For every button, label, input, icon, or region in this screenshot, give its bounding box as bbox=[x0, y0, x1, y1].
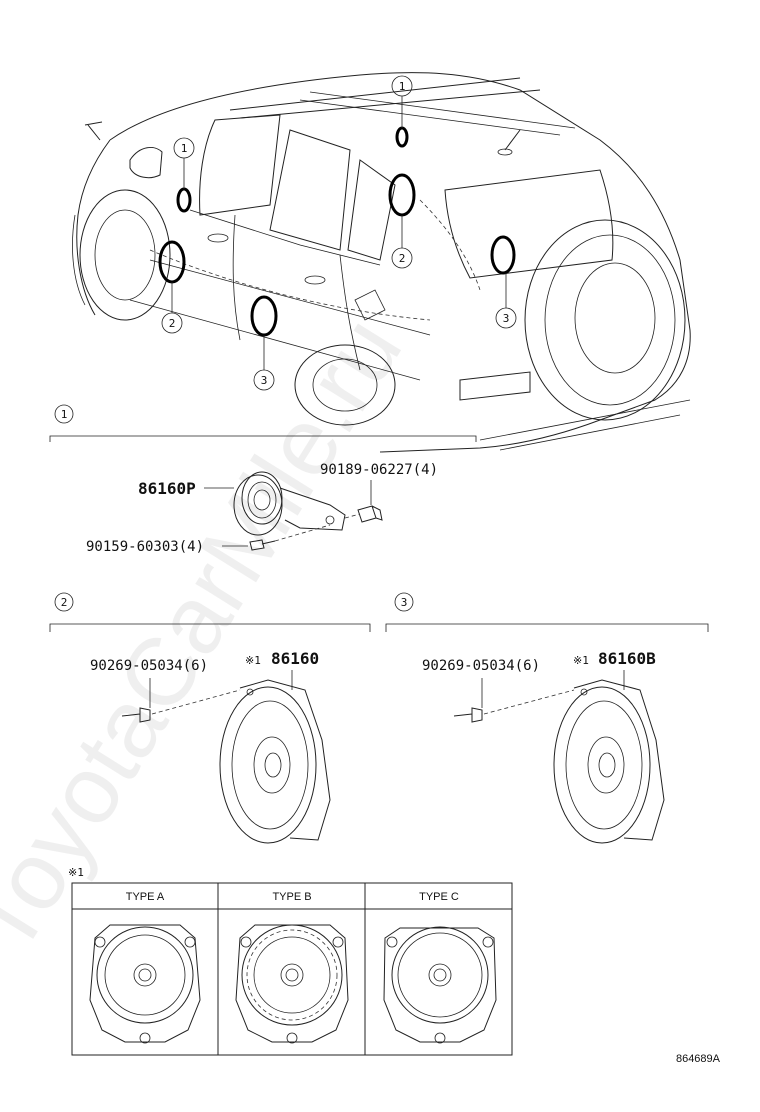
clip-icon bbox=[357, 505, 383, 523]
types-table-note: ※1 bbox=[68, 866, 84, 879]
speaker-mark-3: ※1 bbox=[573, 654, 589, 667]
section-2-header: 2 bbox=[61, 596, 68, 609]
section-3-header: 3 bbox=[401, 596, 408, 609]
part-90269-05034-b: 90269-05034(6) bbox=[422, 658, 540, 674]
types-table: ※1 TYPE A TYPE B TYPE C bbox=[68, 866, 513, 1056]
speaker-mark-2: ※1 bbox=[245, 654, 261, 667]
part-90189-06227: 90189-06227(4) bbox=[320, 462, 438, 478]
callout-2-front-door: 2 bbox=[169, 317, 176, 330]
rear-quarter-speaker-location bbox=[490, 235, 516, 275]
section-1: 1 86160P 90189-06227(4) 90159-60303(4) bbox=[49, 404, 477, 555]
part-86160: 86160 bbox=[271, 649, 319, 668]
front-door-speaker-location bbox=[158, 240, 186, 284]
part-90159-60303: 90159-60303(4) bbox=[86, 539, 204, 555]
vehicle-illustration bbox=[72, 72, 691, 453]
callout-1-front: 1 bbox=[181, 142, 188, 155]
screw-icon bbox=[121, 707, 151, 723]
tweeter-location-roof bbox=[395, 126, 409, 148]
figure-code: 864689A bbox=[676, 1053, 721, 1065]
pillar-speaker-location bbox=[388, 173, 416, 217]
type-b-header: TYPE B bbox=[272, 891, 311, 903]
tweeter-86160P bbox=[233, 471, 346, 536]
callout-2-pillar: 2 bbox=[399, 252, 406, 265]
watermark-text: ToyotaCarMile.ru bbox=[0, 299, 422, 971]
callouts: 1 1 2 2 3 3 bbox=[161, 75, 517, 391]
door-speaker-86160B bbox=[553, 679, 665, 844]
type-c-speaker bbox=[383, 926, 497, 1044]
type-a-header: TYPE A bbox=[126, 891, 165, 903]
tweeter-location-front bbox=[176, 187, 192, 213]
type-c-header: TYPE C bbox=[419, 891, 459, 903]
section-3: 3 90269-05034(6) ※1 86160B bbox=[385, 592, 709, 844]
callout-3-rear-quarter: 3 bbox=[503, 312, 510, 325]
callout-1-roof: 1 bbox=[399, 80, 406, 93]
part-86160B: 86160B bbox=[598, 649, 656, 668]
callout-3-rear-door: 3 bbox=[261, 374, 268, 387]
screw-icon bbox=[453, 707, 483, 723]
type-b-speaker bbox=[235, 924, 349, 1044]
part-90269-05034-a: 90269-05034(6) bbox=[90, 658, 208, 674]
type-a-speaker bbox=[89, 924, 201, 1044]
screw-icon bbox=[249, 539, 276, 551]
rear-door-speaker-location bbox=[250, 295, 278, 337]
door-speaker-86160 bbox=[219, 679, 331, 844]
part-86160P: 86160P bbox=[138, 479, 196, 498]
section-2: 2 90269-05034(6) ※1 86160 bbox=[49, 592, 371, 844]
section-1-header: 1 bbox=[61, 408, 68, 421]
